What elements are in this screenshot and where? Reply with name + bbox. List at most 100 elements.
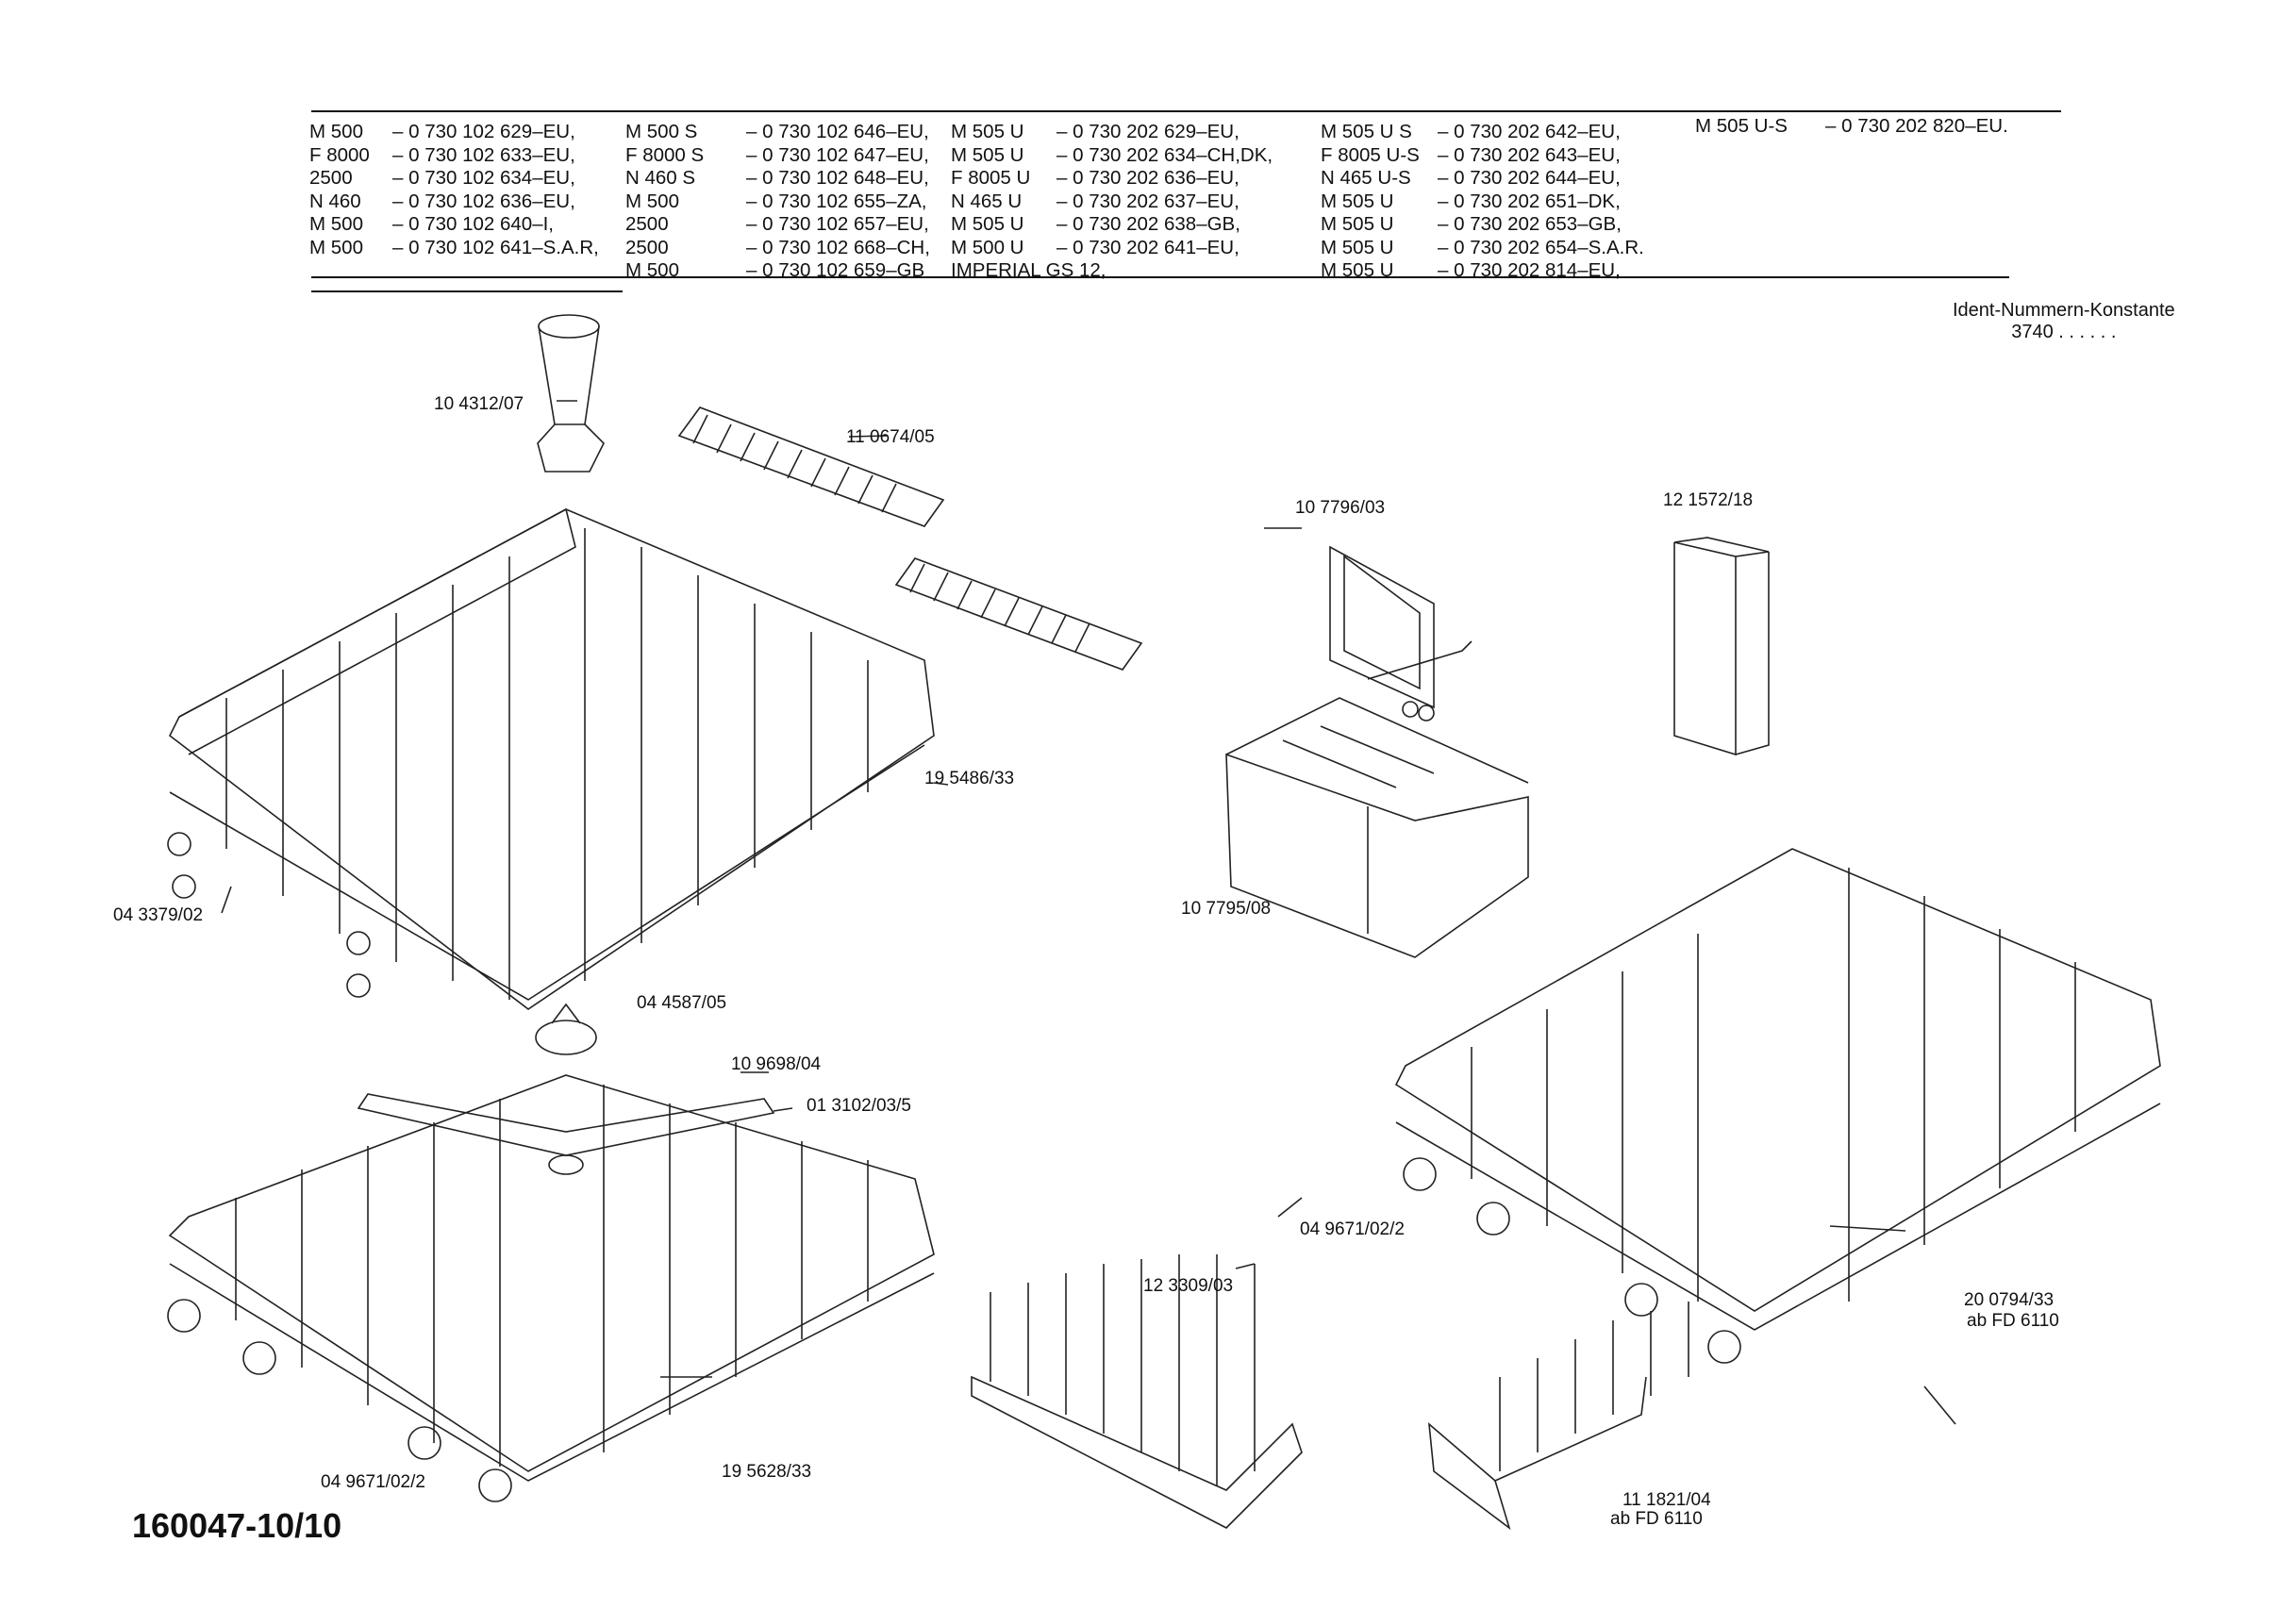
model-row: M 505 U-S – 0 730 202 820–EU. <box>1695 115 2008 139</box>
model-name: M 505 U <box>1321 236 1394 258</box>
model-number: – 0 730 202 641–EU, <box>1056 236 1240 258</box>
model-number: – 0 730 202 814–EU, <box>1438 259 1621 281</box>
model-number: – 0 730 202 637–EU, <box>1056 190 1240 212</box>
model-name: M 505 U <box>951 213 1024 235</box>
part-label-10-7796-03: 10 7796/03 <box>1295 498 1386 518</box>
part-label-20-0794-33-note: ab FD 6110 <box>1967 1311 2059 1331</box>
model-name: F 8005 U-S <box>1321 143 1420 166</box>
model-number: – 0 730 102 634–EU, <box>392 167 575 189</box>
model-row: 2500 – 0 730 102 634–EU, <box>309 167 599 191</box>
upper-basket <box>167 507 935 1010</box>
part-label-11-0674-05: 11 0674/05 <box>846 427 935 447</box>
model-name: 2500 <box>625 236 669 258</box>
model-row: N 460– 0 730 102 636–EU, <box>309 191 599 214</box>
part-label-19-5628-33: 19 5628/33 <box>722 1462 812 1482</box>
model-row: N 465 U – 0 730 202 637–EU, <box>951 191 1273 214</box>
model-number: – 0 730 202 644–EU, <box>1438 167 1621 189</box>
rinse-aid-funnel <box>537 314 605 473</box>
model-row: F 8005 U-S – 0 730 202 643–EU, <box>1321 144 1644 168</box>
model-number: – 0 730 202 638–GB, <box>1056 213 1240 235</box>
part-label-20-0794-33: 20 0794/33 <box>1964 1290 2055 1310</box>
model-name: M 505 U-S <box>1695 115 1788 137</box>
model-name: N 460 S <box>625 167 696 189</box>
model-number: – 0 730 102 629–EU, <box>392 121 575 142</box>
model-name: 2500 <box>309 167 353 189</box>
header-rule-right <box>1684 110 2023 112</box>
model-row: M 500– 0 730 102 629–EU, <box>309 121 599 144</box>
model-number: – 0 730 102 641–S.A.R, <box>392 236 599 258</box>
model-row: M 505 U – 0 730 202 653–GB, <box>1321 213 1644 237</box>
part-label-04-3379-02: 04 3379/02 <box>113 905 204 925</box>
part-label-01-3102-03-5: 01 3102/03/5 <box>807 1096 911 1116</box>
part-label-10-9698-04: 10 9698/04 <box>731 1054 822 1074</box>
basket-insert <box>1428 1302 1689 1531</box>
model-number: – 0 730 202 643–EU, <box>1438 143 1621 166</box>
ident-value: 3740 . . . . . . <box>2011 322 2117 342</box>
model-row: M 505 U– 0 730 202 651–DK, <box>1321 191 1644 214</box>
header-rule-bottom <box>311 276 2009 278</box>
model-name: N 465 U <box>951 190 1023 212</box>
model-row: M 505 U– 0 730 202 629–EU, <box>951 121 1273 144</box>
cutlery-basket <box>1225 697 1529 958</box>
model-name: M 505 U <box>1321 190 1394 212</box>
model-name: F 8000 <box>309 143 370 166</box>
model-name: F 8000 S <box>625 143 705 166</box>
model-row: M 505 U – 0 730 202 634–CH,DK, <box>951 144 1273 168</box>
model-row: F 8000 S – 0 730 102 647–EU, <box>625 144 930 168</box>
model-row: M 505 U – 0 730 202 814–EU, <box>1321 259 1644 283</box>
model-name: M 505 U S <box>1321 121 1412 142</box>
model-column-4: M 505 U S – 0 730 202 642–EU, F 8005 U-S – … <box>1321 121 1644 283</box>
model-number: – 0 730 202 642–EU, <box>1438 121 1621 142</box>
part-label-04-9671-02-2-right: 04 9671/02/2 <box>1300 1219 1405 1239</box>
part-label-04-4587-05: 04 4587/05 <box>637 993 727 1013</box>
model-row: M 500 – 0 730 102 641–S.A.R, <box>309 237 599 260</box>
document-number: 160047-10/10 <box>132 1506 342 1545</box>
model-row: N 465 U-S – 0 730 202 644–EU, <box>1321 167 1644 191</box>
model-column-2: M 500 S – 0 730 102 646–EU, F 8000 S – 0 73… <box>625 121 930 283</box>
model-name: N 465 U-S <box>1321 167 1411 189</box>
model-row: M 500 S – 0 730 102 646–EU, <box>625 121 930 144</box>
model-number: – 0 730 102 647–EU, <box>746 143 929 166</box>
model-row: M 505 U – 0 730 202 638–GB, <box>951 213 1273 237</box>
header-rule-short <box>311 290 623 292</box>
model-number: – 0 730 202 634–CH,DK, <box>1056 143 1273 166</box>
model-row: M 505 U S – 0 730 202 642–EU, <box>1321 121 1644 144</box>
model-number: – 0 730 102 657–EU, <box>746 213 929 235</box>
model-row: 2500 – 0 730 102 668–CH, <box>625 237 930 260</box>
model-name: M 505 U <box>1321 213 1394 235</box>
spray-arm <box>357 1003 775 1175</box>
model-number: – 0 730 202 654–S.A.R. <box>1438 236 1644 258</box>
model-name: M 500 S <box>625 121 698 142</box>
model-row: M 500 – 0 730 102 655–ZA, <box>625 191 930 214</box>
model-number: – 0 730 202 653–GB, <box>1438 213 1622 235</box>
model-name: N 460 <box>309 190 361 212</box>
model-name: M 500 <box>309 236 363 258</box>
part-label-12-1572-18: 12 1572/18 <box>1663 490 1754 510</box>
model-row: M 505 U – 0 730 202 654–S.A.R. <box>1321 237 1644 260</box>
model-name: M 500 <box>625 190 679 212</box>
model-number: – 0 730 102 668–CH, <box>746 236 930 258</box>
model-column-1: M 500– 0 730 102 629–EU,F 8000– 0 730 10… <box>309 121 599 259</box>
ident-label: Ident-Nummern-Konstante <box>1953 300 2175 321</box>
model-number: – 0 730 202 629–EU, <box>1056 121 1240 142</box>
header-rule-top <box>311 110 2061 112</box>
square-holder <box>1673 537 1770 756</box>
model-number: – 0 730 102 655–ZA, <box>746 190 927 212</box>
model-name: M 505 U <box>1321 259 1394 281</box>
model-row: M 500– 0 730 102 659–GB <box>625 259 930 283</box>
model-name: M 505 U <box>951 143 1024 166</box>
model-number: – 0 730 102 646–EU, <box>746 121 929 142</box>
plate-rack-insert <box>971 1254 1303 1529</box>
part-label-12-3309-03: 12 3309/03 <box>1143 1276 1234 1296</box>
part-label-10-4312-07: 10 4312/07 <box>434 394 524 414</box>
model-row: F 8000– 0 730 102 633–EU, <box>309 144 599 168</box>
lower-basket-right <box>1394 848 2161 1364</box>
model-number: – 0 730 102 640–I, <box>392 213 554 235</box>
model-row: F 8005 U– 0 730 202 636–EU, <box>951 167 1273 191</box>
model-row: IMPERIAL GS 12, <box>951 259 1273 283</box>
lower-basket-left <box>167 1074 935 1502</box>
ident-constant: Ident-Nummern-Konstante 3740 . . . . . . <box>1953 300 2175 343</box>
cutlery-grids <box>677 406 1143 671</box>
model-number: – 0 730 202 820–EU. <box>1825 115 2008 137</box>
model-name: M 500 <box>625 259 679 281</box>
